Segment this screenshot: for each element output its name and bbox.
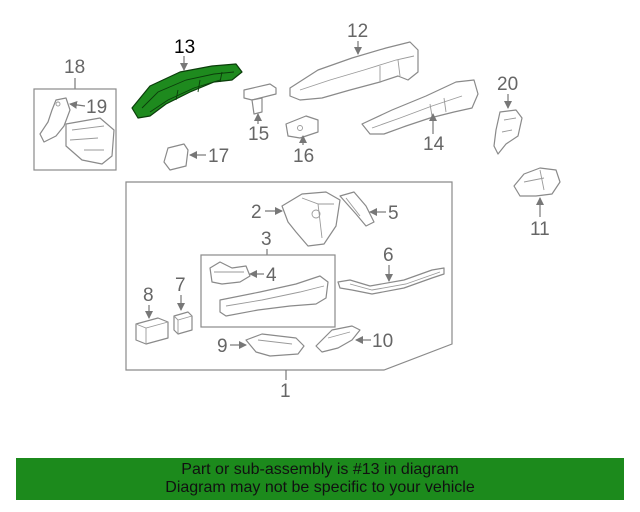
part-18-box [33, 88, 117, 171]
callout-8[interactable]: 8 [143, 285, 154, 306]
callout-20[interactable]: 20 [497, 74, 518, 95]
callout-12[interactable]: 12 [347, 21, 368, 42]
callout-14[interactable]: 14 [423, 134, 445, 155]
callout-13[interactable]: 13 [174, 37, 195, 58]
part-7-shape[interactable] [173, 311, 193, 335]
part-5-shape[interactable] [339, 191, 375, 227]
part-3-shape[interactable] [219, 275, 329, 317]
banner-line-2: Diagram may not be specific to your vehi… [165, 479, 475, 496]
part-1-box [125, 181, 453, 371]
part-12-shape[interactable] [289, 41, 419, 101]
part-3-box [200, 254, 336, 328]
part-8-shape[interactable] [135, 317, 169, 345]
callout-19[interactable]: 19 [86, 97, 107, 118]
part-17-shape[interactable] [163, 143, 189, 171]
callout-9[interactable]: 9 [217, 336, 228, 357]
callout-3[interactable]: 3 [261, 229, 272, 250]
info-banner: Part or sub-assembly is #13 in diagram D… [16, 458, 624, 500]
part-18-shape[interactable] [65, 117, 115, 165]
part-14-shape[interactable] [361, 79, 479, 135]
callout-18[interactable]: 18 [64, 57, 85, 78]
callout-4[interactable]: 4 [266, 265, 277, 286]
part-11-shape[interactable] [513, 167, 561, 197]
callout-1[interactable]: 1 [280, 381, 291, 402]
callout-15[interactable]: 15 [248, 124, 269, 145]
part-9-shape[interactable] [245, 333, 305, 357]
part-4-shape[interactable] [209, 261, 251, 285]
part-19-shape[interactable] [39, 97, 71, 143]
callout-17[interactable]: 17 [208, 146, 229, 167]
callout-6[interactable]: 6 [383, 245, 394, 266]
part-20-shape[interactable] [493, 109, 523, 155]
leader-19 [69, 100, 86, 109]
part-15-shape[interactable] [243, 83, 277, 115]
banner-line-1: Part or sub-assembly is #13 in diagram [181, 461, 459, 478]
part-16-shape[interactable] [285, 115, 319, 139]
part-10-shape[interactable] [315, 325, 361, 353]
callout-5[interactable]: 5 [388, 203, 399, 224]
part-2-shape[interactable] [281, 191, 341, 247]
callout-11[interactable]: 11 [530, 219, 550, 240]
callout-7[interactable]: 7 [175, 275, 186, 296]
callout-2[interactable]: 2 [251, 202, 262, 223]
part-6-shape[interactable] [337, 267, 445, 295]
callout-16[interactable]: 16 [293, 146, 314, 167]
part-13-shape[interactable] [131, 63, 243, 119]
callout-10[interactable]: 10 [372, 331, 393, 352]
